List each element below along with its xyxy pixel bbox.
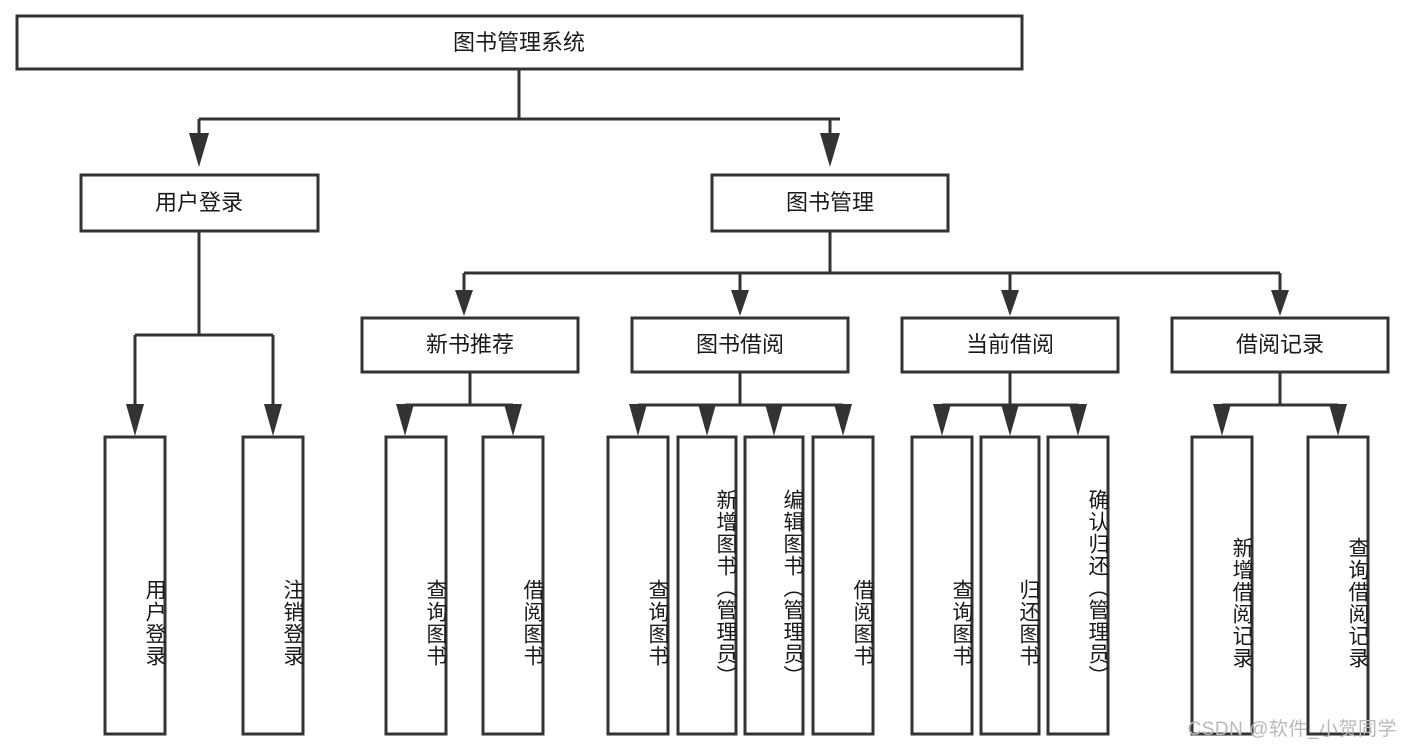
leaf-box-cb-1[interactable]	[910, 435, 974, 736]
leaf-box-nbr-1[interactable]	[384, 435, 448, 736]
root-label: 图书管理系统	[453, 30, 585, 55]
arrow-to-user-login	[189, 133, 209, 167]
arrow-leaf-cb-3	[1069, 404, 1087, 436]
leaf-box-bb-1[interactable]	[606, 435, 670, 736]
new-book-recommend-label: 新书推荐	[426, 332, 514, 357]
node-new-book-recommend[interactable]: 新书推荐	[360, 316, 580, 374]
leaf-box-user-login-2[interactable]	[241, 435, 305, 736]
book-manage-label: 图书管理	[786, 190, 874, 215]
borrow-record-label: 借阅记录	[1236, 332, 1324, 357]
leaf-box-nbr-2[interactable]	[481, 435, 545, 736]
connector-borrow-record-to-leaves	[1213, 372, 1347, 436]
arrow-to-book-manage	[820, 133, 840, 167]
connector-user-login-to-leaves	[126, 231, 282, 436]
leaf-box-cb-2[interactable]	[979, 435, 1041, 736]
arrow-to-current-borrow	[1001, 290, 1019, 316]
leaf-box-br-2[interactable]	[1306, 435, 1370, 736]
node-current-borrow[interactable]: 当前借阅	[900, 316, 1120, 374]
book-borrow-label: 图书借阅	[696, 332, 784, 357]
node-book-borrow[interactable]: 图书借阅	[630, 316, 850, 374]
arrow-leaf-cb-1	[933, 404, 951, 436]
arrow-leaf-user-login-1	[126, 404, 144, 436]
leaf-box-bb-4[interactable]	[811, 435, 875, 736]
connector-book-manage-to-level3	[455, 231, 1289, 316]
new-book-recommend-box[interactable]	[360, 316, 580, 374]
connector-root-to-level2	[189, 69, 840, 167]
arrow-leaf-nbr-1	[396, 404, 414, 436]
node-borrow-record[interactable]: 借阅记录	[1170, 316, 1390, 374]
arrow-leaf-bb-4	[834, 404, 852, 436]
connector-new-book-to-leaves	[396, 372, 522, 436]
arrow-leaf-nbr-2	[504, 404, 522, 436]
csdn-watermark: CSDN @软件_小贺同学	[1187, 719, 1397, 740]
node-root[interactable]: 图书管理系统	[15, 14, 1024, 71]
arrow-leaf-br-2	[1329, 404, 1347, 436]
book-borrow-box[interactable]	[630, 316, 850, 374]
arrow-leaf-bb-3	[765, 404, 783, 436]
arrow-leaf-cb-2	[1001, 404, 1019, 436]
arrow-leaf-user-login-2	[264, 404, 282, 436]
arrow-leaf-bb-1	[629, 404, 647, 436]
leaf-box-user-login-1[interactable]	[103, 435, 167, 736]
arrow-to-new-book	[455, 290, 473, 316]
arrow-to-book-borrow	[731, 290, 749, 316]
user-login-label: 用户登录	[155, 190, 243, 215]
leaf-box-cb-3[interactable]	[1046, 435, 1110, 736]
connector-book-borrow-to-leaves	[629, 372, 852, 436]
node-book-manage[interactable]: 图书管理	[710, 173, 950, 233]
node-user-login[interactable]: 用户登录	[79, 173, 320, 233]
arrow-leaf-br-1	[1213, 404, 1231, 436]
connector-current-borrow-to-leaves	[933, 372, 1087, 436]
root-box[interactable]	[15, 14, 1024, 71]
current-borrow-box[interactable]	[900, 316, 1120, 374]
leaf-box-bb-2[interactable]	[676, 435, 738, 736]
leaf-box-bb-3[interactable]	[743, 435, 805, 736]
arrow-to-borrow-record	[1271, 290, 1289, 316]
borrow-record-box[interactable]	[1170, 316, 1390, 374]
current-borrow-label: 当前借阅	[966, 332, 1054, 357]
book-manage-box[interactable]	[710, 173, 950, 233]
arrow-leaf-bb-2	[698, 404, 716, 436]
leaf-box-br-1[interactable]	[1190, 435, 1254, 736]
